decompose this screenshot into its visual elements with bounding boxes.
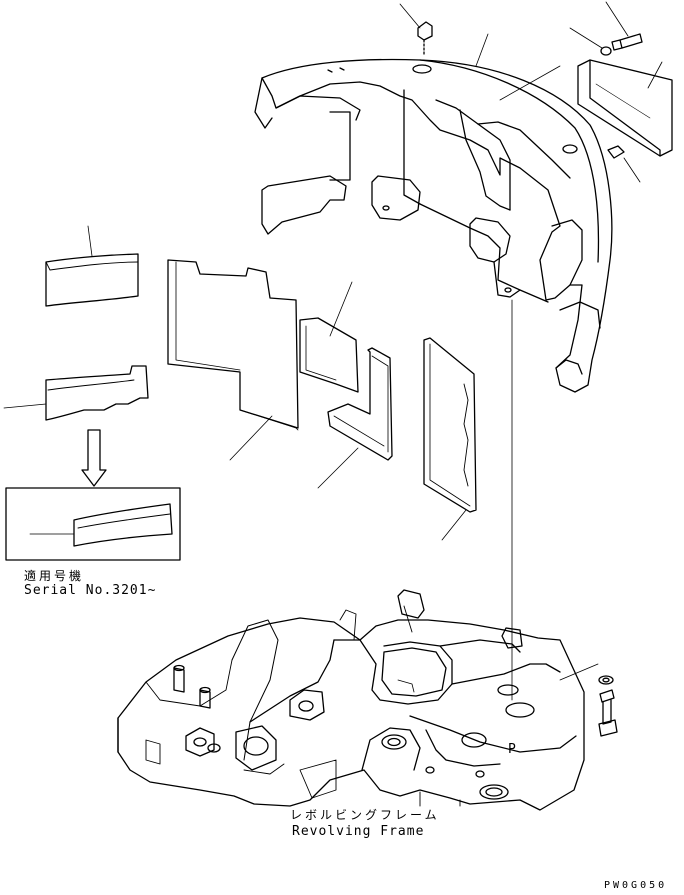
- inset-note-jp: 適用号機: [24, 569, 85, 583]
- large-plate-left: [167, 259, 299, 461]
- revolving-frame: [117, 589, 585, 811]
- bolt-top: [399, 3, 433, 57]
- frame-marker: P: [508, 742, 517, 757]
- bolt-right: [607, 145, 641, 183]
- l-shaped-plate: [317, 347, 393, 489]
- down-arrow: [81, 429, 107, 487]
- frame-label-en: Revolving Frame: [292, 824, 425, 839]
- inset-box: [5, 487, 181, 561]
- cover-plate: [577, 59, 673, 157]
- drawing-code: PW0G050: [604, 880, 668, 891]
- upper-cover: [254, 58, 613, 393]
- curved-plate-upper: [45, 225, 139, 307]
- bolt-washer-bottom-right: [559, 663, 618, 737]
- small-plate-mid: [299, 281, 359, 393]
- inset-note-serial: Serial No.3201~: [24, 583, 157, 598]
- frame-label-jp: レボルビングフレーム: [290, 808, 440, 822]
- tall-plate-right: [423, 337, 477, 541]
- curved-plate-lower: [3, 365, 149, 421]
- bolt-washer-top-right: [569, 1, 643, 56]
